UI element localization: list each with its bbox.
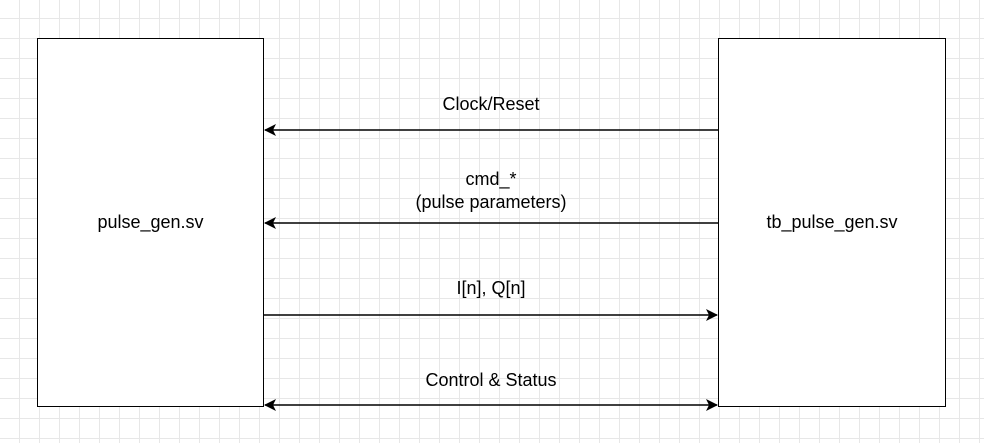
iq-label: I[n], Q[n] [456, 278, 526, 298]
control-status-label: Control & Status [425, 370, 557, 390]
pulse-gen-label: pulse_gen.sv [97, 212, 204, 232]
cmd-label-line2: (pulse parameters) [415, 192, 567, 212]
pulse-gen-block: pulse_gen.sv [37, 38, 264, 407]
testbench-block: tb_pulse_gen.sv [718, 38, 946, 407]
cmd-label-line1: cmd_* [465, 169, 517, 189]
cmd-label: cmd_* (pulse parameters) [391, 168, 591, 214]
clock-reset-label: Clock/Reset [442, 94, 540, 114]
testbench-label: tb_pulse_gen.sv [766, 212, 898, 232]
